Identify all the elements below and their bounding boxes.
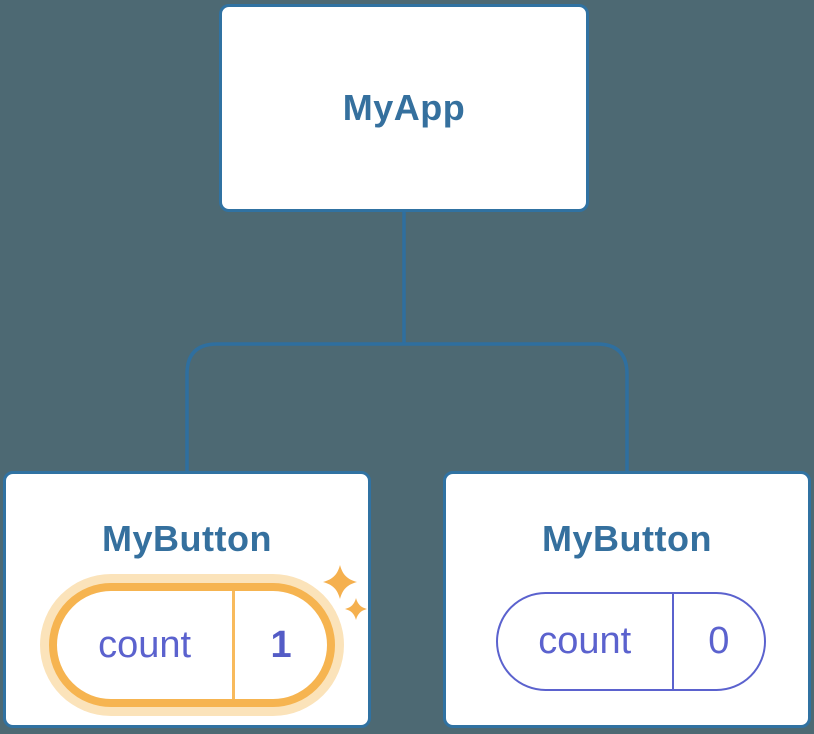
node-mybutton-right: MyButton count 0 <box>443 471 811 728</box>
connector-branch <box>185 342 629 471</box>
state-key: count <box>498 594 674 689</box>
state-key: count <box>57 591 236 699</box>
state-value: 0 <box>708 620 730 662</box>
sparkle-icon <box>323 565 357 599</box>
node-mybutton-left: MyButton count 1 <box>3 471 371 728</box>
node-myapp-label: MyApp <box>342 87 466 128</box>
sparkle-icon <box>345 598 367 620</box>
state-pill-highlighted: count 1 <box>49 583 335 707</box>
node-myapp: MyApp <box>219 4 589 212</box>
node-mybutton-left-label: MyButton <box>102 518 272 559</box>
state-pill: count 0 <box>496 592 766 691</box>
node-mybutton-right-label: MyButton <box>542 518 712 559</box>
state-value: 1 <box>270 623 292 666</box>
